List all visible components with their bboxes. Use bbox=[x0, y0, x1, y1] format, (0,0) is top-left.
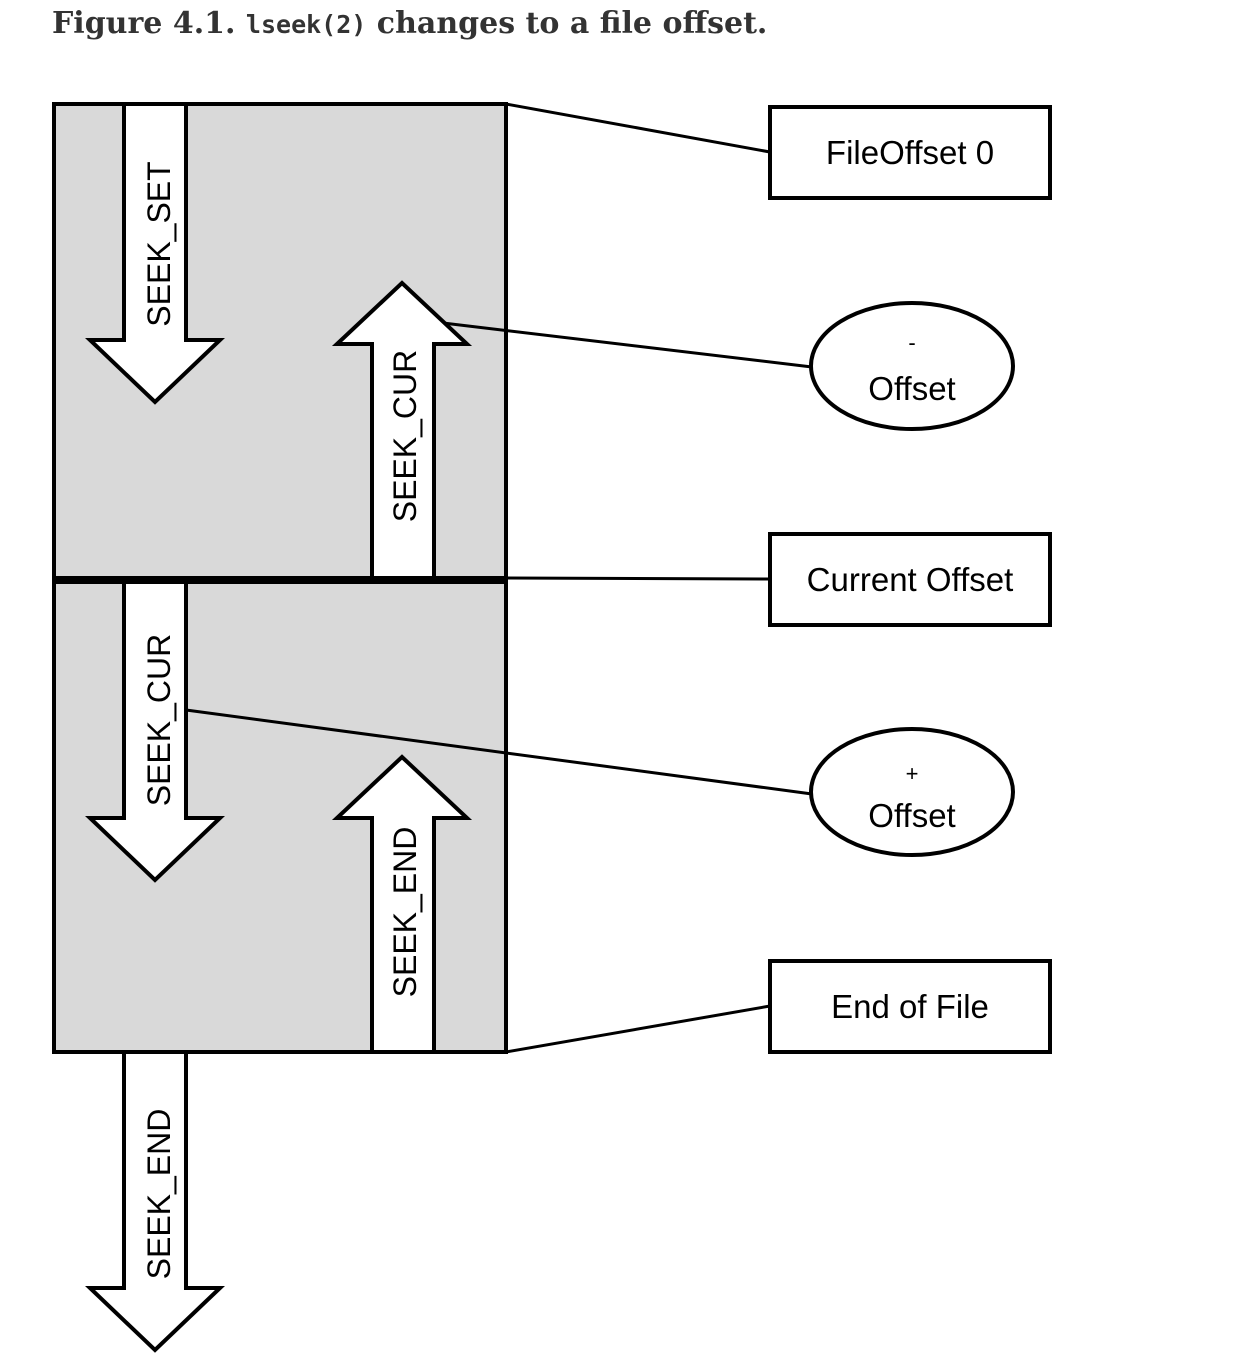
seek-cur-down-arrow: SEEK_CUR bbox=[85, 580, 225, 883]
connector-end-of-file bbox=[505, 1004, 771, 1054]
figure-caption: Figure 4.1. lseek(2) changes to a file o… bbox=[52, 6, 767, 41]
seek-end-down-arrow: SEEK_END bbox=[85, 1050, 225, 1353]
connector-file-offset-0 bbox=[505, 102, 771, 154]
seek-set-label: SEEK_SET bbox=[141, 161, 177, 326]
minus-offset-ellipse: - Offset bbox=[809, 301, 1015, 431]
seek-end-up-label: SEEK_END bbox=[387, 827, 423, 998]
plus-offset-label: Offset bbox=[868, 797, 955, 834]
caption-suffix: changes to a file offset. bbox=[376, 6, 768, 41]
minus-sign-label: - bbox=[908, 330, 915, 355]
plus-sign-label: + bbox=[906, 761, 919, 786]
caption-prefix: Figure 4.1. bbox=[52, 6, 236, 41]
end-of-file-label: End of File bbox=[831, 988, 989, 1025]
seek-end-up-arrow: SEEK_END bbox=[331, 754, 473, 1054]
seek-cur-down-label: SEEK_CUR bbox=[141, 634, 177, 807]
seek-set-arrow: SEEK_SET bbox=[85, 102, 225, 405]
caption-code: lseek(2) bbox=[245, 10, 367, 39]
seek-cur-up-label: SEEK_CUR bbox=[387, 350, 423, 523]
plus-offset-ellipse: + Offset bbox=[809, 727, 1015, 857]
minus-offset-label: Offset bbox=[868, 370, 955, 407]
current-offset-box: Current Offset bbox=[768, 532, 1052, 627]
seek-cur-up-arrow: SEEK_CUR bbox=[331, 280, 473, 580]
connector-minus-offset bbox=[417, 318, 813, 369]
connector-current-offset bbox=[505, 576, 771, 581]
file-offset-0-box: FileOffset 0 bbox=[768, 105, 1052, 200]
file-offset-0-label: FileOffset 0 bbox=[826, 134, 994, 171]
current-offset-label: Current Offset bbox=[807, 561, 1014, 598]
end-of-file-box: End of File bbox=[768, 959, 1052, 1054]
seek-end-down-label: SEEK_END bbox=[141, 1109, 177, 1280]
connector-plus-offset bbox=[185, 708, 813, 796]
